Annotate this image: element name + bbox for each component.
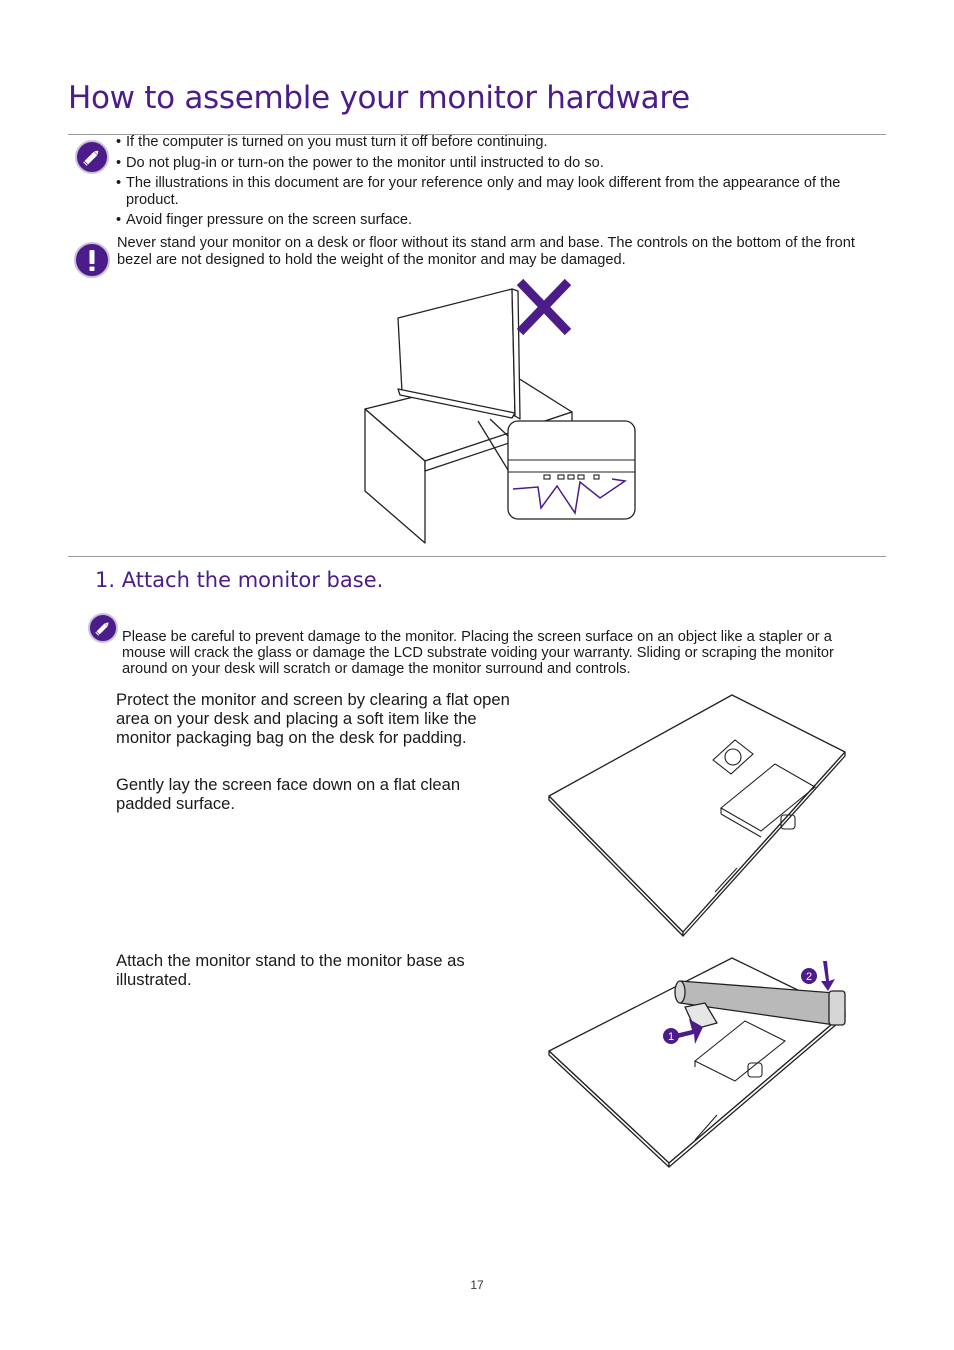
svg-text:2: 2	[806, 971, 812, 983]
exclamation-icon	[74, 242, 110, 278]
press-down-arrow-icon	[821, 961, 835, 991]
step-title: 1. Attach the monitor base.	[95, 568, 384, 592]
instruction-paragraph: Protect the monitor and screen by cleari…	[116, 690, 510, 747]
svg-text:1: 1	[668, 1031, 674, 1043]
monitor-face-down-illustration	[548, 694, 846, 937]
section-divider	[68, 556, 886, 557]
note-item: If the computer is turned on you must tu…	[116, 134, 876, 151]
instruction-paragraph: Attach the monitor stand to the monitor …	[116, 951, 465, 989]
page-number: 17	[470, 1278, 484, 1292]
callout-1: 1	[663, 1028, 679, 1044]
pencil-icon	[75, 140, 109, 174]
caution-text: Please be careful to prevent damage to t…	[122, 629, 834, 678]
cross-mark-icon	[516, 278, 572, 336]
warning-text: Never stand your monitor on a desk or fl…	[117, 235, 855, 268]
pressure-burst	[512, 478, 627, 516]
monitor-without-stand-illustration	[364, 278, 636, 544]
note-item: Avoid finger pressure on the screen surf…	[116, 212, 876, 229]
note-item: The illustrations in this document are f…	[116, 175, 876, 208]
notes-list: If the computer is turned on you must tu…	[116, 134, 876, 233]
insert-arrow-icon	[675, 1019, 703, 1044]
instruction-paragraph: Gently lay the screen face down on a fla…	[116, 775, 461, 813]
callout-2: 2	[801, 968, 817, 984]
page-title: How to assemble your monitor hardware	[68, 80, 690, 116]
pencil-icon	[88, 613, 118, 643]
attach-stand-illustration: 1 2	[548, 957, 846, 1168]
note-item: Do not plug-in or turn-on the power to t…	[116, 155, 876, 172]
